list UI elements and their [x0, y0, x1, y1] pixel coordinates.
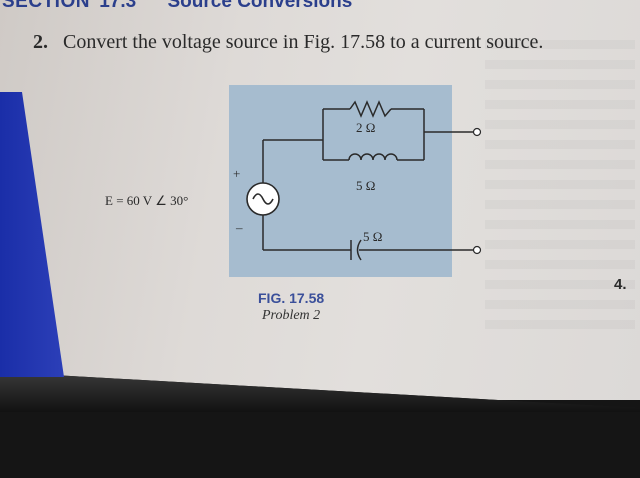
section-title: Source Conversions [167, 0, 353, 12]
terminal-b [472, 245, 482, 255]
figure-number: FIG. 17.58 [258, 290, 325, 306]
figure-background [229, 85, 452, 277]
section-header: SECTION 17.3 Source Conversions [2, 0, 352, 13]
resistor-label: 2 Ω [356, 120, 375, 135]
figure-problem: Problem 2 [261, 308, 321, 323]
inductor-symbol [348, 153, 398, 161]
resistor-symbol [349, 100, 392, 118]
section-label: SECTION [2, 0, 90, 12]
capacitor-plate-right [356, 239, 362, 261]
problem-text: Convert the voltage source in Fig. 17.58… [63, 31, 544, 53]
problem-statement: 2. Convert the voltage source in Fig. 17… [33, 31, 543, 54]
bleed-through-text [485, 40, 635, 340]
section-number: 17.3 [99, 0, 137, 12]
inductor-label: 5 Ω [356, 178, 375, 193]
source-label: E = 60 V ∠ 30° [105, 193, 188, 208]
figure-caption: FIG. 17.58 Problem 2 [258, 290, 324, 324]
sine-wave-icon [252, 193, 274, 205]
terminal-a [472, 127, 482, 137]
problem-number: 2. [33, 31, 48, 53]
capacitor-label: 5 Ω [363, 229, 382, 244]
minus-sign: – [235, 220, 243, 235]
plus-sign: + [233, 166, 240, 181]
next-problem-number: 4. [614, 276, 627, 293]
